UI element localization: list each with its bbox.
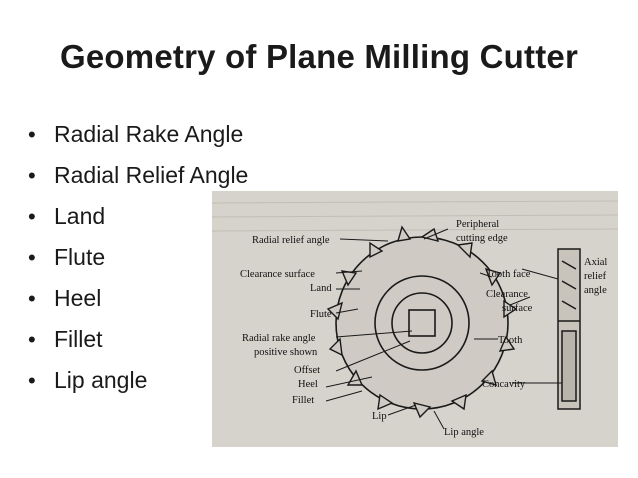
bullet-text: Land [54, 203, 106, 229]
label-lip-angle: Lip angle [444, 427, 484, 438]
label-axial: Axial [584, 257, 607, 268]
label-positive-shown: positive shown [254, 347, 318, 358]
label-relief: relief [584, 271, 607, 282]
milling-cutter-figure: Radial relief angle Peripheral cutting e… [212, 191, 618, 447]
bullet-item: • Radial Rake Angle [28, 114, 248, 155]
label-angle: angle [584, 285, 607, 296]
bullet-item: • Lip angle [28, 360, 248, 401]
cutter-teeth [326, 225, 518, 419]
bullet-item: • Land [28, 196, 248, 237]
label-fillet: Fillet [292, 395, 314, 406]
label-peripheral: Peripheral [456, 219, 499, 230]
label-cutting-edge: cutting edge [456, 233, 508, 244]
label-clearance-surface: Clearance surface [240, 269, 315, 280]
bullet-text: Lip angle [54, 367, 148, 393]
bullet-dot-icon: • [28, 285, 36, 311]
side-profile [557, 248, 581, 410]
bullet-text: Radial Rake Angle [54, 121, 244, 147]
bullet-dot-icon: • [28, 162, 36, 188]
label-tooth: Tooth [498, 335, 523, 346]
bullet-dot-icon: • [28, 244, 36, 270]
label-heel: Heel [298, 379, 318, 390]
bullet-text: Fillet [54, 326, 103, 352]
bullet-text: Radial Relief Angle [54, 162, 249, 188]
label-concavity: Concavity [482, 379, 526, 390]
bullet-list: •Radial Rake Angle •Radial Relief Angle … [28, 114, 248, 401]
milling-cutter-diagram: Radial relief angle Peripheral cutting e… [212, 200, 618, 438]
leader-lines [325, 228, 562, 430]
label-radial-rake-angle: Radial rake angle [242, 333, 316, 344]
label-lip: Lip [372, 411, 387, 422]
bullet-item: • Fillet [28, 319, 248, 360]
bullet-dot-icon: • [28, 367, 36, 393]
label-tooth-face: Tooth face [486, 269, 531, 280]
bullet-text: Heel [54, 285, 102, 311]
label-radial-relief-angle: Radial relief angle [252, 235, 330, 246]
diagram-labels: Radial relief angle Peripheral cutting e… [240, 219, 607, 438]
bullet-item: • Radial Relief Angle [28, 155, 248, 196]
bullet-text: Flute [54, 244, 106, 270]
label-land: Land [310, 283, 332, 294]
label-flute: Flute [310, 309, 332, 320]
bullet-item: • Flute [28, 237, 248, 278]
bullet-dot-icon: • [28, 326, 36, 352]
label-offset: Offset [294, 365, 320, 376]
label-clearance: Clearance [486, 289, 528, 300]
slide-title: Geometry of Plane Milling Cutter [60, 38, 578, 75]
label-surface: surface [502, 303, 533, 314]
bullet-item: • Heel [28, 278, 248, 319]
bullet-dot-icon: • [28, 121, 36, 147]
bullet-dot-icon: • [28, 203, 36, 229]
